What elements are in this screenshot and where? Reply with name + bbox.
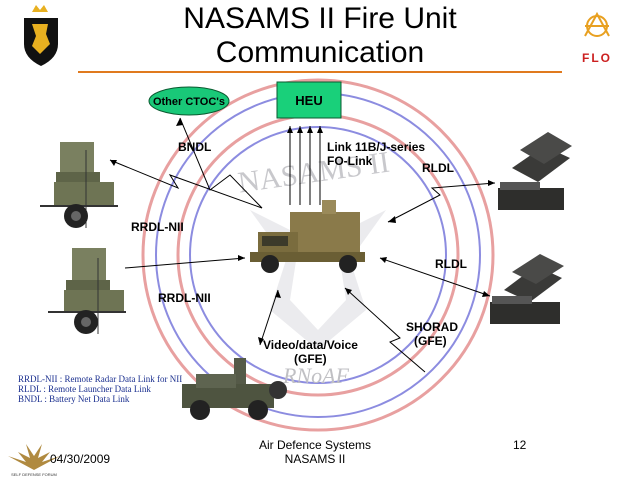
rrdl-top-label: RRDL-NII — [131, 220, 184, 234]
heu-label: HEU — [295, 93, 322, 108]
video-label-line1: Video/data/Voice — [263, 338, 358, 352]
other-ctocs-label: Other CTOC's — [153, 96, 225, 108]
radar-trailer-top-icon — [40, 142, 118, 228]
rrdl-bottom-label: RRDL-NII — [158, 291, 211, 305]
bndl-label: BNDL — [178, 140, 211, 154]
radar-trailer-bottom-icon — [48, 248, 126, 334]
footer-center-line1: Air Defence Systems — [258, 438, 372, 452]
legend-item: BNDL : Battery Net Data Link — [18, 394, 130, 404]
forum-logo-text: SELF DEFENSE FORUM — [11, 472, 57, 477]
flo-logo-text: FLO — [582, 51, 612, 65]
watermark-bottom: RNoAF — [282, 363, 350, 388]
heu-node — [276, 81, 342, 119]
legend-item: RLDL : Remote Launcher Data Link — [18, 384, 151, 394]
legend-item: RRDL-NII : Remote Radar Data Link for NI… — [18, 374, 183, 384]
footer-center-line2: NASAMS II — [284, 452, 346, 466]
forum-logo: SELF DEFENSE FORUM — [8, 444, 60, 477]
army-crest-icon — [24, 5, 58, 66]
footer-center: Air Defence Systems NASAMS II — [230, 438, 400, 466]
video-label-line2: (GFE) — [294, 352, 327, 366]
page-number: 12 — [513, 438, 527, 452]
title-line1: NASAMS II Fire Unit — [183, 2, 457, 35]
shorad-label-line2: (GFE) — [414, 334, 447, 348]
link-lines — [109, 117, 496, 373]
other-ctocs-node — [148, 86, 230, 116]
shorad-label-line1: SHORAD — [406, 320, 458, 334]
rldl-bottom-label: RLDL — [435, 257, 467, 271]
launcher-top-icon — [498, 132, 572, 210]
link11-label: Link 11B/J-series — [327, 140, 425, 154]
rldl-top-label: RLDL — [422, 161, 454, 175]
slide-title: NASAMS II Fire Unit Communication — [140, 2, 500, 70]
video-vehicle-icon — [182, 358, 287, 420]
title-line2: Communication — [215, 36, 425, 69]
fo-link-label: FO-Link — [327, 154, 373, 168]
central-hmmwv-icon — [250, 200, 365, 273]
arrow-heads — [110, 118, 495, 345]
flo-logo: FLO — [582, 11, 612, 65]
footer-date: 04/30/2009 — [50, 452, 111, 466]
abbreviation-legend: RRDL-NII : Remote Radar Data Link for NI… — [18, 374, 182, 404]
launcher-bottom-icon — [490, 254, 564, 324]
